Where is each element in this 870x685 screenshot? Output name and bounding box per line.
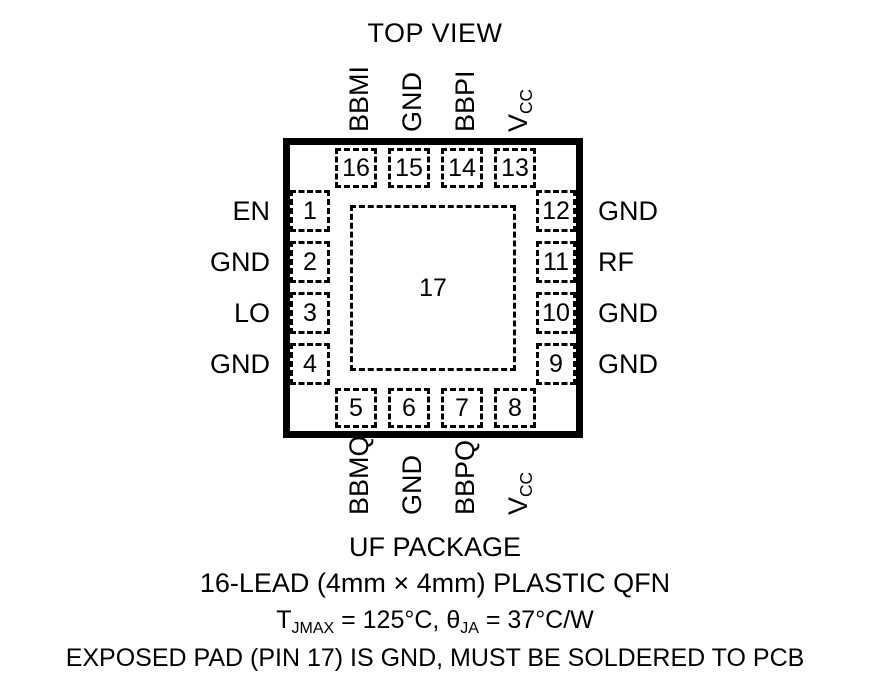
pin-label-12-gnd: GND xyxy=(598,196,658,226)
page-title: TOP VIEW xyxy=(367,18,503,48)
pin-pad-11: 11 xyxy=(536,241,576,283)
pin-number-14: 14 xyxy=(447,153,477,182)
exposed-pad-17: 17 xyxy=(350,205,516,371)
theta-ja-symbol: θ xyxy=(446,606,461,634)
pin-number-12: 12 xyxy=(541,196,571,225)
pin-label-15-gnd: GND xyxy=(397,72,427,132)
pin-label-13-vcc: VCC xyxy=(503,89,537,132)
pin-pad-2: 2 xyxy=(290,241,330,283)
pin-number-13: 13 xyxy=(500,153,530,182)
pin-label-8-vcc: VCC xyxy=(503,472,537,515)
pin-number-3: 3 xyxy=(302,298,318,327)
pin-label-4-gnd: GND xyxy=(210,349,270,379)
pin-number-2: 2 xyxy=(302,247,318,276)
pin-pad-8: 8 xyxy=(494,388,536,428)
pin-number-5: 5 xyxy=(348,393,364,422)
tjmax-value: = 125°C, xyxy=(334,606,447,634)
pin-number-7: 7 xyxy=(454,393,470,422)
pin-pad-10: 10 xyxy=(536,292,576,334)
pin-label-1-en: EN xyxy=(232,196,270,226)
pin-label-6-gnd: GND xyxy=(397,455,427,515)
caption-exposed-pad-note: EXPOSED PAD (PIN 17) IS GND, MUST BE SOL… xyxy=(65,644,805,672)
pin-label-3-lo: LO xyxy=(233,298,270,328)
pin-pad-5: 5 xyxy=(335,388,377,428)
pin-number-15: 15 xyxy=(394,153,424,182)
caption-package-description: 16-LEAD (4mm × 4mm) PLASTIC QFN xyxy=(199,568,671,598)
pin-number-1: 1 xyxy=(302,196,318,225)
pin-pad-15: 15 xyxy=(388,148,430,188)
pin-pad-13: 13 xyxy=(494,148,536,188)
pin-number-6: 6 xyxy=(401,393,417,422)
pin-label-5-bbmq: BBMQ xyxy=(344,435,374,515)
pin-number-10: 10 xyxy=(541,298,571,327)
pin-number-9: 9 xyxy=(548,349,564,378)
theta-ja-value: = 37°C/W xyxy=(478,606,594,634)
pin-pad-7: 7 xyxy=(441,388,483,428)
pin-pad-16: 16 xyxy=(335,148,377,188)
pin-label-11-rf: RF xyxy=(598,247,634,277)
pin-pad-14: 14 xyxy=(441,148,483,188)
exposed-pad-number: 17 xyxy=(419,273,447,302)
tjmax-subscript: JMAX xyxy=(291,619,335,637)
pin-number-16: 16 xyxy=(341,153,371,182)
pin-label-7-bbpq: BBPQ xyxy=(450,439,480,515)
pin-pad-9: 9 xyxy=(536,343,576,385)
tjmax-symbol: T xyxy=(276,606,292,634)
caption-package-name: UF PACKAGE xyxy=(348,532,522,562)
pin-pad-12: 12 xyxy=(536,190,576,232)
pin-pad-4: 4 xyxy=(290,343,330,385)
pin-pad-3: 3 xyxy=(290,292,330,334)
package-body-outline xyxy=(283,138,583,438)
theta-ja-subscript: JA xyxy=(460,619,479,637)
pin-number-4: 4 xyxy=(302,349,318,378)
pin-label-2-gnd: GND xyxy=(210,247,270,277)
pin-pad-6: 6 xyxy=(388,388,430,428)
pin-label-14-bbpi: BBPI xyxy=(450,70,480,132)
pin-number-8: 8 xyxy=(507,393,523,422)
pin-label-9-gnd: GND xyxy=(598,349,658,379)
caption-thermal-specs: TJMAX = 125°C, θJA = 37°C/W xyxy=(0,606,870,637)
pin-label-16-bbmi: BBMI xyxy=(344,65,374,132)
pin-pad-1: 1 xyxy=(290,190,330,232)
pin-number-11: 11 xyxy=(542,247,570,276)
pin-label-10-gnd: GND xyxy=(598,298,658,328)
